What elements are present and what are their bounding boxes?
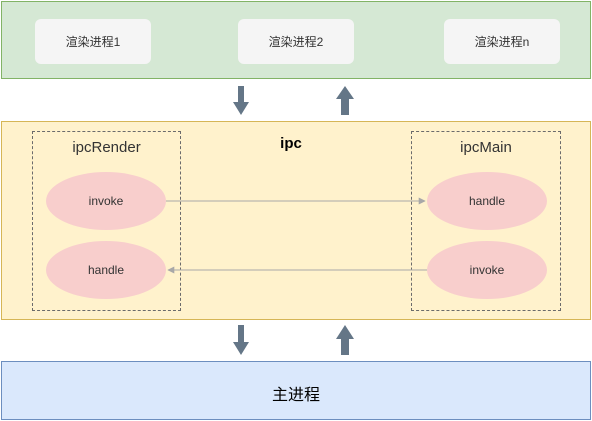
up-arrow-icon — [336, 86, 354, 115]
render-process-n: 渲染进程n — [444, 19, 560, 64]
main-invoke-node: invoke — [427, 241, 547, 299]
ipc-main-group: ipcMain — [411, 131, 561, 311]
render-handle-node: handle — [46, 241, 166, 299]
down-arrow-icon — [233, 86, 249, 115]
ipc-main-title: ipcMain — [460, 139, 512, 156]
ipc-title: ipc — [280, 135, 302, 152]
ipc-render-title: ipcRender — [72, 139, 141, 156]
render-process-1: 渲染进程1 — [35, 19, 151, 64]
up-arrow-icon — [336, 325, 354, 355]
render-process-band: 渲染进程1 渲染进程2 渲染进程n — [1, 1, 591, 79]
render-process-2: 渲染进程2 — [238, 19, 354, 64]
main-handle-node: handle — [427, 172, 547, 230]
render-invoke-node: invoke — [46, 172, 166, 230]
down-arrow-icon — [233, 325, 249, 355]
main-process-title: 主进程 — [271, 387, 320, 404]
ipc-render-group: ipcRender — [32, 131, 181, 311]
main-process-band — [1, 361, 591, 420]
